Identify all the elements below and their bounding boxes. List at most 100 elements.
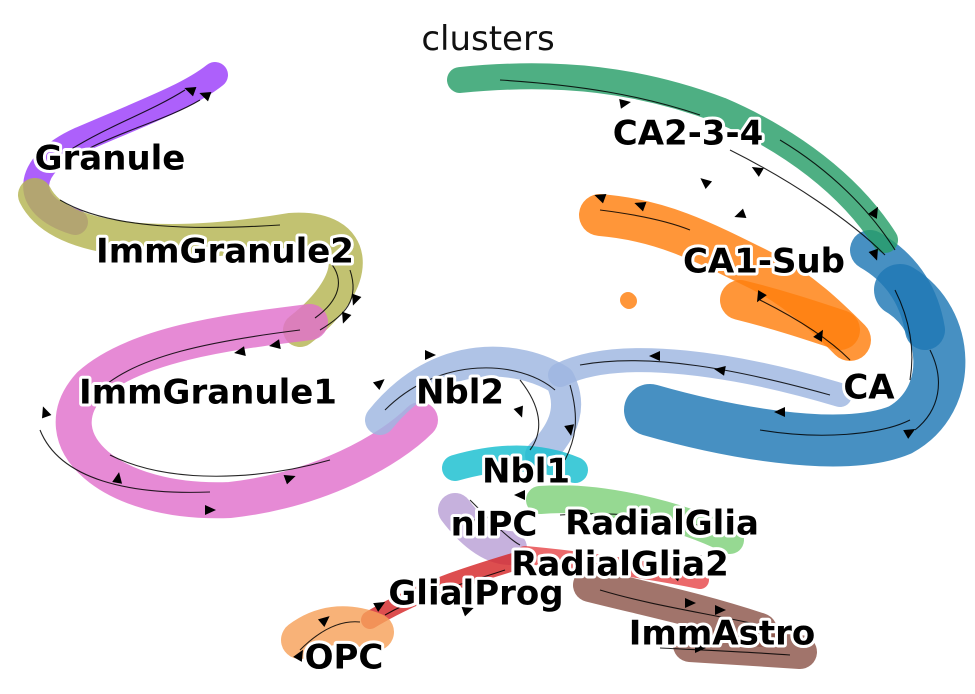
velocity-streamline — [39, 429, 211, 493]
cluster-glialprog-points — [361, 551, 529, 629]
streamline-arrowhead — [293, 649, 303, 662]
cluster-label-glialprog: GlialProg — [388, 574, 563, 614]
cluster-label-radialglia: RadialGlia — [565, 504, 759, 544]
velocity-streamline — [564, 384, 576, 461]
streamline-arrowhead — [634, 202, 647, 212]
streamline-arrowhead — [715, 605, 726, 615]
streamline-arrowhead — [513, 405, 523, 418]
streamline-arrowhead — [685, 598, 696, 608]
cluster-nipc-points — [438, 493, 527, 565]
cluster-immastro-points — [673, 628, 817, 669]
streamline-arrowhead — [269, 339, 281, 350]
velocity-streamline — [299, 621, 361, 651]
velocity-streamline — [69, 89, 186, 151]
cluster-radialglia-points — [526, 485, 744, 554]
velocity-streamline — [914, 349, 939, 431]
streamline-arrowhead — [619, 98, 631, 109]
streamline-arrowhead — [461, 607, 474, 617]
cluster-ca2-3-4-points — [447, 63, 898, 253]
velocity-streamlines — [39, 79, 939, 662]
cluster-nbl2-points — [548, 348, 852, 407]
streamline-arrowhead — [373, 602, 386, 612]
cluster-label-granule: Granule — [35, 139, 186, 179]
streamline-arrowhead — [734, 208, 747, 218]
velocity-streamline — [729, 149, 886, 256]
velocity-streamline — [469, 499, 521, 546]
streamline-arrowhead — [714, 365, 726, 376]
streamline-arrowhead — [352, 293, 362, 306]
streamline-arrowhead — [564, 424, 575, 436]
velocity-streamline — [599, 589, 761, 626]
streamline-arrowhead — [283, 475, 296, 485]
cluster-label-ca1-sub: CA1-Sub — [683, 242, 845, 282]
streamline-arrowhead — [42, 406, 52, 419]
cluster-radialglia2-points — [516, 546, 709, 589]
velocity-streamline — [559, 513, 721, 531]
velocity-streamline — [759, 299, 851, 361]
streamline-arrowhead — [234, 346, 246, 357]
cluster-label-ca2-3-4: CA2-3-4 — [613, 114, 763, 154]
velocity-streamline — [384, 569, 506, 616]
streamline-arrowhead — [470, 518, 483, 530]
streamline-arrowhead — [689, 555, 702, 565]
streamline-arrowhead — [372, 379, 385, 391]
velocity-streamline — [599, 209, 691, 231]
cluster-nbl2-points — [365, 346, 582, 470]
cluster-label-nbl1: Nbl1 — [482, 452, 570, 492]
cluster-point-clouds — [18, 62, 966, 669]
cluster-label-nbl2: Nbl2 — [416, 373, 504, 413]
velocity-streamline — [779, 139, 896, 251]
streamline-arrowhead — [674, 509, 685, 519]
cluster-label-immastro: ImmAstro — [629, 614, 815, 654]
streamline-arrowhead — [751, 167, 764, 177]
streamline-arrowhead — [868, 248, 878, 261]
chart-title: clusters — [421, 19, 554, 59]
streamline-arrowhead — [774, 407, 785, 417]
velocity-streamline — [579, 360, 831, 396]
velocity-streamline — [319, 269, 354, 331]
streamline-arrowhead — [700, 178, 713, 190]
velocity-streamline — [94, 329, 301, 396]
cluster-ca-points — [850, 230, 945, 350]
cluster-label-ca: CA — [843, 368, 895, 408]
cluster-label-opc: OPC — [305, 638, 384, 678]
streamline-arrowhead — [813, 329, 823, 342]
cluster-immastro-points — [573, 568, 777, 647]
velocity-streamline — [109, 454, 331, 477]
cluster-immgranule2-points — [18, 178, 363, 347]
streamline-arrowhead — [205, 505, 216, 515]
streamline-arrowhead — [342, 311, 352, 324]
velocity-streamline — [314, 261, 339, 319]
velocity-streamline — [89, 99, 201, 149]
velocity-streamline — [499, 79, 701, 116]
cluster-immgranule1-points — [55, 304, 438, 519]
streamline-arrowhead — [669, 572, 682, 582]
velocity-streamline — [384, 367, 556, 411]
velocity-streamline — [659, 647, 791, 656]
streamline-arrowhead — [112, 472, 123, 484]
velocity-streamline — [59, 199, 281, 229]
streamline-arrowhead — [903, 429, 916, 439]
streamline-arrowhead — [199, 92, 212, 102]
velocity-streamline — [519, 379, 540, 451]
velocity-streamline — [894, 289, 913, 381]
streamline-arrowhead — [317, 616, 330, 628]
streamline-arrowhead — [757, 290, 767, 303]
velocity-streamline — [759, 419, 911, 436]
cluster-ca1-sub-points — [620, 292, 637, 309]
streamline-arrowhead — [649, 351, 660, 361]
streamline-arrowhead — [594, 194, 607, 204]
cluster-label-nipc: nIPC — [451, 505, 538, 545]
cluster-label-radialglia2: RadialGlia2 — [511, 545, 729, 585]
cluster-ca1-sub-points — [720, 280, 860, 350]
cluster-label-immgranule1: ImmGranule1 — [79, 373, 337, 413]
cluster-nbl1-points — [442, 445, 588, 483]
streamline-arrowhead — [184, 87, 197, 97]
streamline-arrowhead — [425, 350, 436, 360]
streamline-arrowhead — [868, 206, 878, 219]
cluster-label-immgranule2: ImmGranule2 — [96, 232, 354, 272]
streamline-arrowhead — [514, 490, 525, 500]
streamline-arrowhead — [695, 643, 706, 653]
